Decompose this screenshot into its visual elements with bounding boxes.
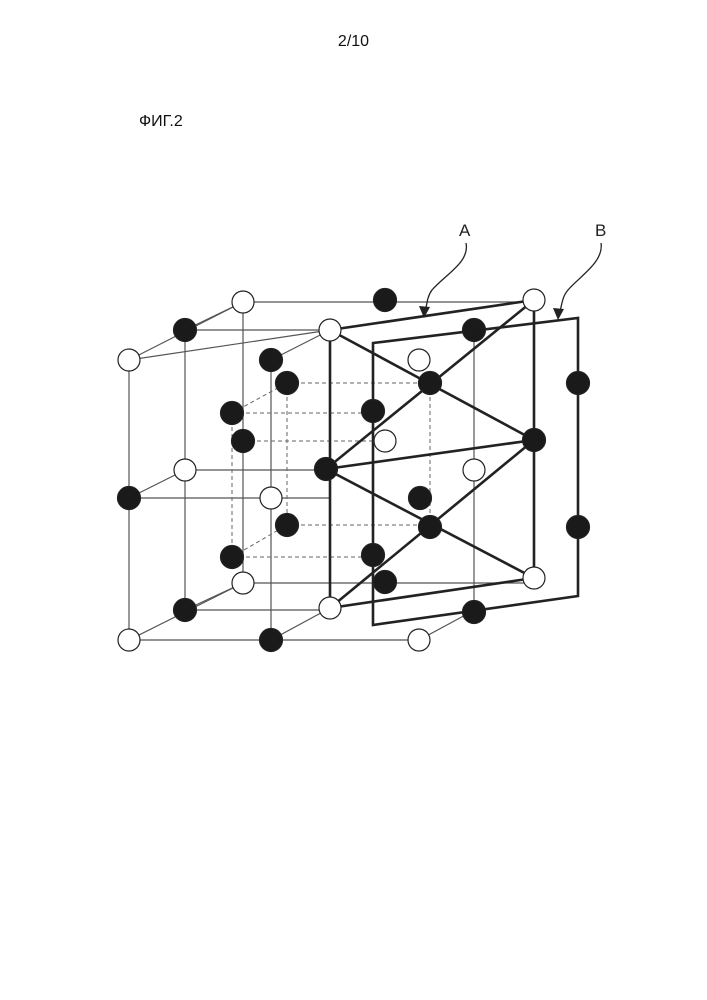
filled-atom xyxy=(374,289,397,312)
filled-atom xyxy=(276,514,299,537)
plane-a xyxy=(326,300,534,608)
open-atom xyxy=(408,349,430,371)
filled-atom xyxy=(315,458,338,481)
label-a: A xyxy=(459,221,471,240)
filled-atom xyxy=(567,516,590,539)
filled-atom xyxy=(260,349,283,372)
filled-atom xyxy=(118,487,141,510)
label-b: B xyxy=(595,221,606,240)
open-atom xyxy=(408,629,430,651)
filled-atom xyxy=(221,402,244,425)
filled-atom xyxy=(567,372,590,395)
open-atom xyxy=(118,349,140,371)
filled-atom xyxy=(419,372,442,395)
filled-atom xyxy=(232,430,255,453)
filled-atom xyxy=(174,599,197,622)
filled-atom xyxy=(419,516,442,539)
label-leaders xyxy=(424,243,601,318)
open-atom xyxy=(118,629,140,651)
filled-atom xyxy=(276,372,299,395)
open-atom xyxy=(463,459,485,481)
filled-atom xyxy=(463,319,486,342)
open-atom xyxy=(319,319,341,341)
open-atom xyxy=(374,430,396,452)
filled-atom xyxy=(260,629,283,652)
open-atom xyxy=(523,567,545,589)
open-atom xyxy=(319,597,341,619)
filled-atom xyxy=(362,400,385,423)
filled-atom xyxy=(463,601,486,624)
filled-atom xyxy=(374,571,397,594)
filled-atom xyxy=(523,429,546,452)
filled-atom xyxy=(362,544,385,567)
filled-atom xyxy=(409,487,432,510)
open-atom xyxy=(523,289,545,311)
arrowhead-b-icon xyxy=(553,308,564,320)
open-atom xyxy=(232,572,254,594)
open-atom xyxy=(174,459,196,481)
filled-atom xyxy=(221,546,244,569)
open-atom xyxy=(232,291,254,313)
open-atom xyxy=(260,487,282,509)
filled-atom xyxy=(174,319,197,342)
